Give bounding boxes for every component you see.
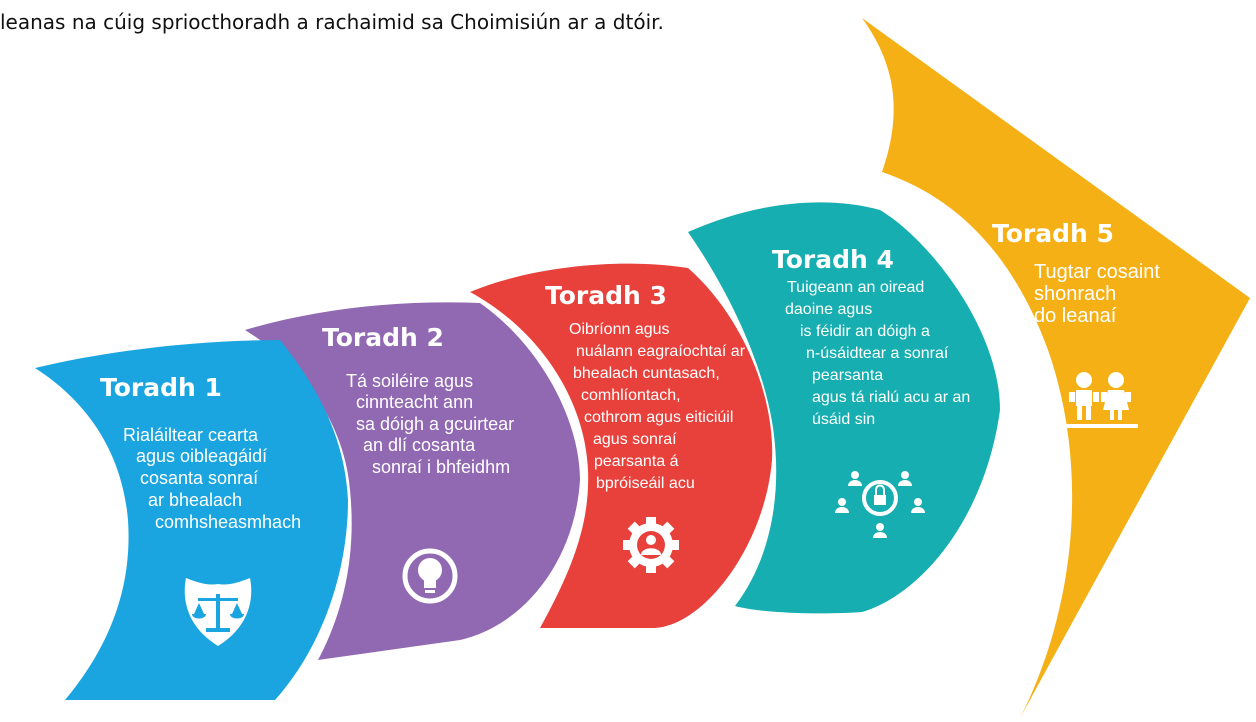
step-4-title: Toradh 4	[772, 245, 894, 274]
step-2-title: Toradh 2	[322, 323, 444, 352]
children-icon	[1062, 372, 1138, 428]
people-lock-icon	[835, 471, 925, 538]
step-3-body: Oibríonn agus nuálann eagraíochtaí ar bh…	[569, 321, 749, 492]
step-2-body: Tá soiléire agus cinnteacht ann sa dóigh…	[346, 371, 519, 477]
step-2-shape	[245, 302, 580, 660]
scales-shield-icon	[184, 578, 252, 646]
step-3-shape	[470, 263, 773, 628]
step-1-title: Toradh 1	[100, 373, 222, 402]
step-5-title: Toradh 5	[992, 219, 1114, 248]
step-5-shape	[862, 18, 1250, 718]
step-1-body: Rialáiltear cearta agus oibleagáidí cosa…	[123, 425, 301, 532]
step-4-body: Tuigeann an oiread daoine agus is féidir…	[785, 279, 975, 428]
step-1-shape	[35, 340, 348, 700]
step-3-title: Toradh 3	[545, 281, 667, 310]
step-5-body: Tugtar cosaint shonrach do leanaí	[1034, 261, 1166, 327]
gear-person-icon	[623, 517, 679, 573]
intro-text: leanas na cúig spriocthoradh a rachaimid…	[0, 10, 664, 34]
lightbulb-icon	[402, 548, 458, 604]
